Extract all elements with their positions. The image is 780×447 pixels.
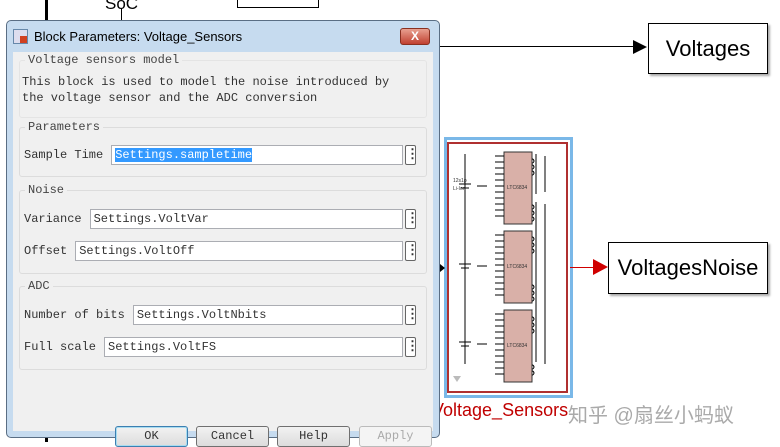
adc-group-label: ADC: [25, 279, 53, 293]
arrow-head: [633, 40, 647, 54]
dialog-body: Voltage sensors model This block is used…: [13, 52, 433, 447]
number-of-bits-label: Number of bits: [24, 308, 125, 322]
inport-arrow: [440, 264, 445, 272]
voltages-noise-outport-block[interactable]: VoltagesNoise: [608, 242, 768, 294]
ok-button[interactable]: OK: [115, 426, 188, 447]
full-scale-more-icon[interactable]: ⋮: [405, 337, 419, 357]
parameters-group: Parameters Sample Time Settings.sampleti…: [19, 120, 427, 177]
voltage-sensors-label: Voltage_Sensors: [432, 400, 569, 420]
variance-label: Variance: [24, 212, 82, 226]
number-of-bits-more-icon[interactable]: ⋮: [405, 305, 419, 325]
signal-line: [45, 0, 48, 22]
adc-group: ADC Number of bits Settings.VoltNbits ⋮ …: [19, 279, 427, 370]
signal-line: [121, 8, 122, 22]
svg-text:12s1p: 12s1p: [453, 178, 467, 184]
close-button[interactable]: X: [400, 28, 430, 45]
variance-more-icon[interactable]: ⋮: [405, 209, 419, 229]
description-group: Voltage sensors model This block is used…: [19, 53, 427, 118]
description-group-label: Voltage sensors model: [25, 53, 183, 67]
signal-line-voltages: [440, 46, 635, 47]
simulink-app-icon: [13, 29, 28, 44]
arrow-head-red: [593, 259, 608, 275]
offset-more-icon[interactable]: ⋮: [405, 241, 419, 261]
svg-text:LTC6834: LTC6834: [507, 343, 527, 349]
soc-label: SoC: [105, 0, 139, 13]
dialog-titlebar[interactable]: Block Parameters: Voltage_Sensors: [7, 21, 439, 52]
apply-button[interactable]: Apply: [359, 426, 432, 447]
number-of-bits-input[interactable]: Settings.VoltNbits: [132, 305, 403, 325]
signal-line: [45, 436, 48, 442]
help-button[interactable]: Help: [277, 426, 350, 447]
variance-input[interactable]: Settings.VoltVar: [89, 209, 403, 229]
description-text: This block is used to model the noise in…: [22, 75, 390, 105]
svg-text:Li-Ion: Li-Ion: [453, 186, 466, 192]
voltages-outport-block[interactable]: Voltages: [648, 23, 768, 74]
offset-input[interactable]: Settings.VoltOff: [75, 241, 403, 261]
sample-time-more-icon[interactable]: ⋮: [405, 145, 419, 165]
block-top[interactable]: [237, 0, 319, 8]
parameters-group-label: Parameters: [25, 120, 104, 134]
noise-group-label: Noise: [25, 183, 68, 197]
offset-label: Offset: [24, 244, 68, 258]
sample-time-label: Sample Time: [24, 148, 104, 162]
watermark: 知乎 @扇丝小蚂蚁: [568, 405, 734, 427]
svg-text:LTC6834: LTC6834: [507, 264, 527, 270]
block-parameters-dialog: Block Parameters: Voltage_Sensors X Volt…: [6, 20, 440, 447]
svg-text:LTC6834: LTC6834: [507, 185, 527, 191]
full-scale-input[interactable]: Settings.VoltFS: [104, 337, 403, 357]
sample-time-input[interactable]: Settings.sampletime: [111, 145, 403, 165]
noise-group: Noise Variance Settings.VoltVar ⋮ Offset…: [19, 183, 427, 274]
full-scale-label: Full scale: [24, 340, 97, 354]
dialog-title: Block Parameters: Voltage_Sensors: [34, 29, 243, 44]
sample-time-value: Settings.sampletime: [115, 148, 253, 162]
signal-line-noise: [570, 267, 596, 268]
cancel-button[interactable]: Cancel: [196, 426, 269, 447]
